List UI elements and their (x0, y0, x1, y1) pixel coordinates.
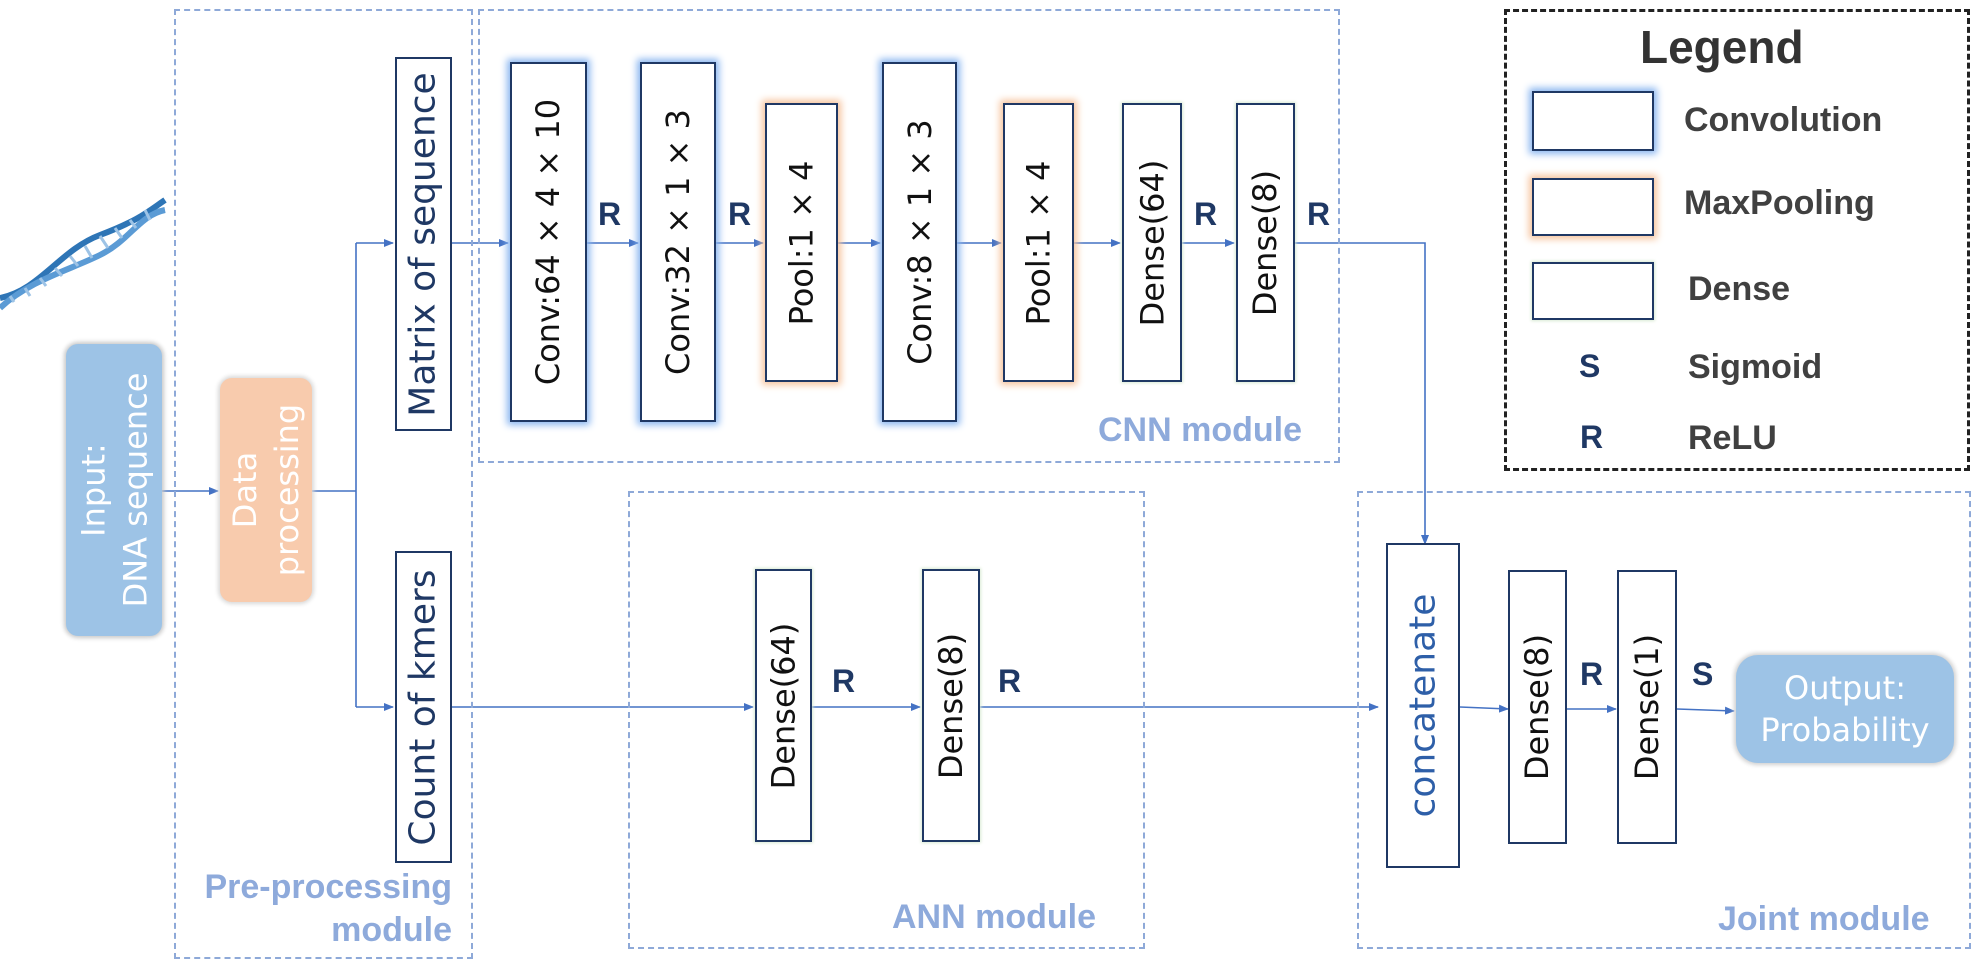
sigmoid-label-joint: S (1692, 656, 1714, 692)
cnn-dense-layer-1: Dense(64) (1122, 103, 1182, 382)
output-node: Output: Probability (1736, 655, 1954, 763)
output-line1: Output: (1784, 669, 1906, 707)
relu-label-cnn-3: R (1194, 196, 1218, 232)
cnn-conv-layer-2: Conv:32 × 1 × 3 (640, 62, 716, 422)
legend-title: Legend (1640, 21, 1804, 73)
input-line1: Input: (74, 443, 112, 537)
data-processing-line2: processing (268, 403, 307, 577)
legend-dense-swatch (1532, 262, 1654, 320)
cnn-dense-layer-2-label: Dense(8) (1246, 169, 1285, 316)
concatenate-node: concatenate (1386, 543, 1460, 868)
data-processing-node: Data processing (220, 378, 312, 602)
cnn-dense-layer-2: Dense(8) (1236, 103, 1295, 382)
pre-processing-module-box (174, 9, 473, 959)
matrix-of-sequence-node: Matrix of sequence (395, 57, 452, 431)
ann-module-label: ANN module (892, 898, 1096, 936)
joint-dense-layer-2-label: Dense(1) (1628, 633, 1667, 781)
legend-dense-label: Dense (1688, 270, 1791, 308)
cnn-conv-layer-3: Conv:8 × 1 × 3 (882, 62, 957, 422)
cnn-pool-layer-1: Pool:1 × 4 (765, 103, 838, 382)
matrix-of-sequence-label: Matrix of sequence (403, 71, 445, 417)
input-node: Input: DNA sequence (66, 344, 162, 636)
legend-convolution-swatch (1532, 91, 1654, 151)
legend-sigmoid-symbol: S (1579, 348, 1601, 384)
count-of-kmers-label: Count of kmers (403, 568, 444, 846)
relu-label-joint-1: R (1580, 656, 1604, 692)
ann-dense-layer-2: Dense(8) (922, 569, 980, 842)
count-of-kmers-node: Count of kmers (395, 551, 452, 863)
cnn-conv-layer-1-label: Conv:64 × 4 × 10 (529, 98, 568, 386)
cnn-pool-layer-1-label: Pool:1 × 4 (782, 160, 821, 325)
legend-box (1504, 9, 1970, 471)
legend-relu-label: ReLU (1688, 419, 1777, 457)
joint-module-label: Joint module (1718, 900, 1930, 938)
dna-helix-icon (0, 197, 167, 311)
joint-dense-layer-2: Dense(1) (1617, 570, 1677, 844)
input-line2: DNA sequence (116, 372, 154, 608)
cnn-pool-layer-2: Pool:1 × 4 (1003, 103, 1074, 382)
cnn-module-label: CNN module (1098, 411, 1302, 449)
relu-label-cnn-1: R (598, 196, 622, 232)
ann-dense-layer-2-label: Dense(8) (932, 632, 971, 779)
ann-dense-layer-1-label: Dense(64) (764, 622, 803, 789)
output-line2: Probability (1760, 711, 1930, 749)
joint-dense-layer-1-label: Dense(8) (1518, 633, 1557, 781)
relu-label-cnn-4: R (1307, 196, 1331, 232)
ann-module-box (628, 491, 1145, 949)
legend-maxpooling-label: MaxPooling (1684, 184, 1875, 222)
cnn-conv-layer-1: Conv:64 × 4 × 10 (510, 62, 587, 422)
concatenate-label: concatenate (1402, 593, 1444, 818)
relu-label-cnn-2: R (728, 196, 752, 232)
legend-convolution-label: Convolution (1684, 101, 1883, 139)
pre-processing-module-label: Pre-processing module (204, 868, 452, 949)
joint-dense-layer-1: Dense(8) (1508, 570, 1567, 844)
legend-maxpooling-swatch (1532, 178, 1654, 236)
ann-dense-layer-1: Dense(64) (755, 569, 812, 842)
legend-relu-symbol: R (1580, 419, 1604, 455)
cnn-pool-layer-2-label: Pool:1 × 4 (1019, 160, 1058, 325)
data-processing-line1: Data (226, 451, 265, 529)
legend-sigmoid-label: Sigmoid (1688, 348, 1823, 386)
cnn-dense-layer-1-label: Dense(64) (1133, 159, 1171, 326)
relu-label-ann-2: R (998, 663, 1022, 699)
cnn-conv-layer-3-label: Conv:8 × 1 × 3 (900, 119, 939, 365)
cnn-module-box (478, 9, 1340, 463)
relu-label-ann-1: R (832, 663, 856, 699)
joint-module-box (1357, 491, 1971, 949)
cnn-conv-layer-2-label: Conv:32 × 1 × 3 (659, 109, 698, 375)
